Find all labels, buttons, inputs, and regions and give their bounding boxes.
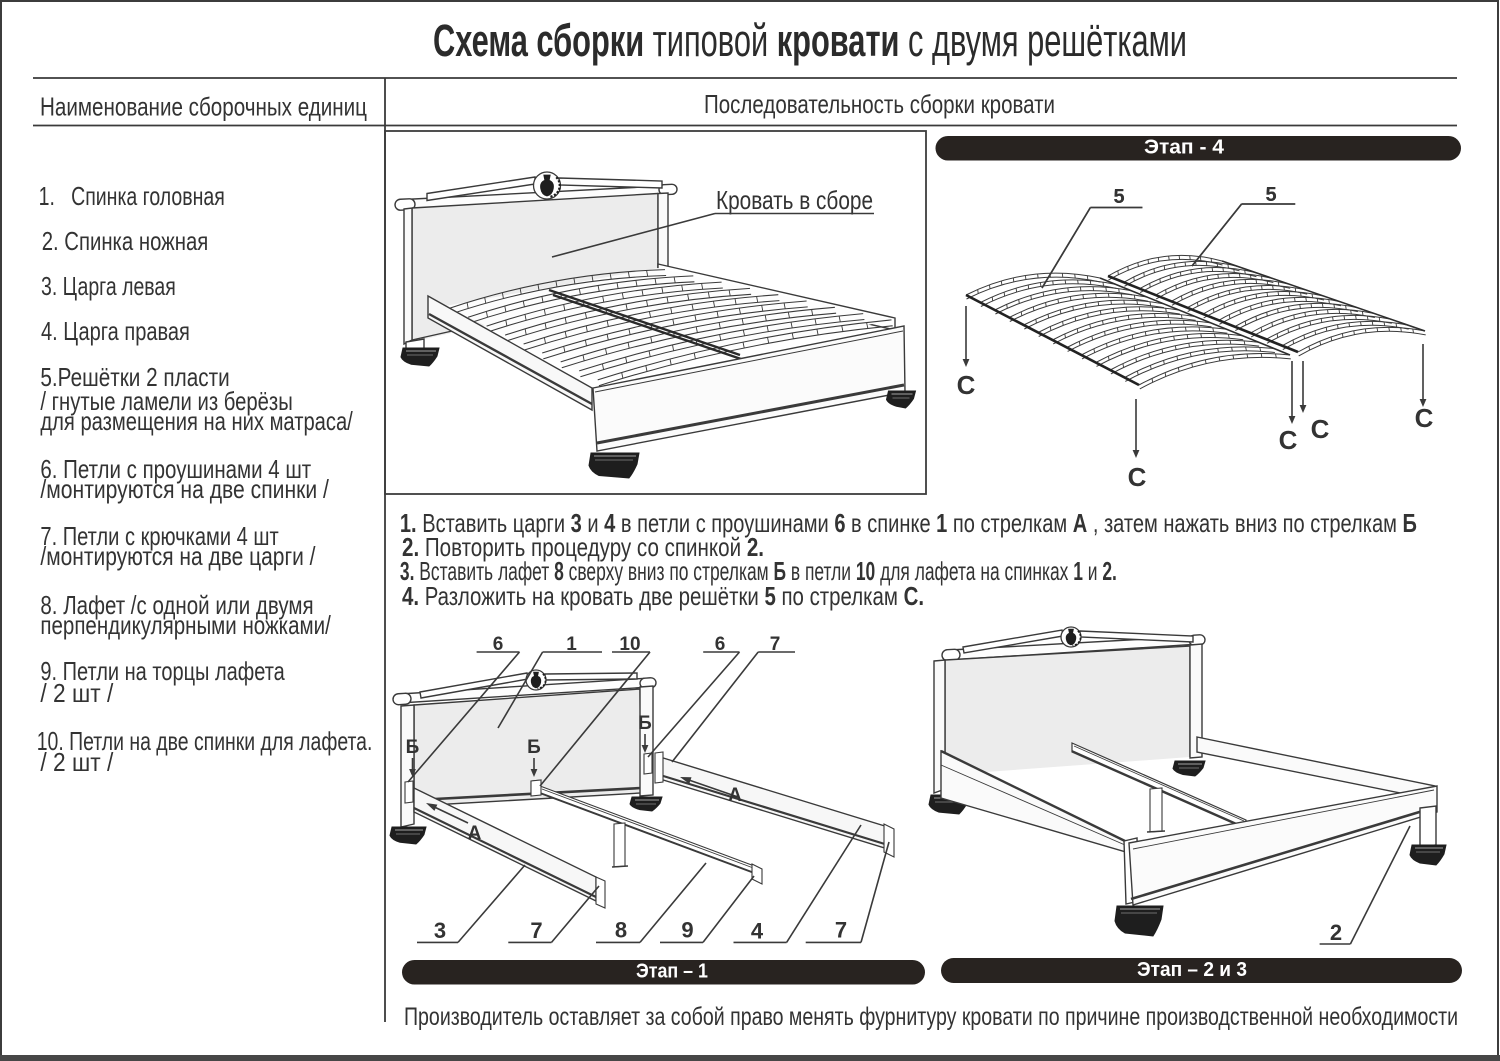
- svg-text:4. Царга правая: 4. Царга правая: [41, 316, 190, 346]
- svg-text:5: 5: [1113, 186, 1124, 208]
- svg-text:С: С: [1279, 425, 1298, 455]
- svg-text:8. Лафет /с одной или двумя: 8. Лафет /с одной или двумя: [40, 590, 313, 620]
- svg-text:Наименование сборочных единиц: Наименование сборочных единиц: [40, 92, 367, 122]
- svg-text:3. Вставить лафет 8 сверху вни: 3. Вставить лафет 8 сверху вниз по стрел…: [400, 556, 1117, 586]
- svg-text:Кровать в сборе: Кровать в сборе: [716, 185, 873, 215]
- svg-text:6: 6: [715, 634, 726, 655]
- svg-text:6: 6: [493, 634, 504, 655]
- svg-text:2. Спинка ножная: 2. Спинка ножная: [42, 226, 209, 256]
- svg-text:7: 7: [530, 918, 542, 943]
- svg-text:5.Решётки 2 пласти: 5.Решётки 2 пласти: [40, 362, 229, 392]
- svg-text:Б: Б: [638, 713, 652, 734]
- svg-text:5: 5: [1113, 186, 1124, 208]
- svg-text:Производитель оставляет за соб: Производитель оставляет за собой право м…: [404, 1003, 1458, 1031]
- svg-text:1. Спинка головная: 1. Спинка головная: [39, 181, 225, 211]
- svg-text:3. Царга левая: 3. Царга левая: [41, 271, 176, 301]
- svg-text:7: 7: [770, 634, 781, 655]
- svg-text:С: С: [1415, 403, 1434, 433]
- svg-text:С: С: [1311, 414, 1330, 444]
- svg-text:Последовательность сборки кров: Последовательность сборки кровати: [704, 89, 1055, 119]
- svg-text:1: 1: [566, 634, 577, 655]
- svg-text:С: С: [957, 370, 976, 400]
- svg-text:Схема сборки типовой кровати с: Схема сборки типовой кровати с двумя реш…: [433, 15, 1187, 66]
- svg-text:5: 5: [1265, 184, 1276, 206]
- svg-text:2. Повторить процедуру со спин: 2. Повторить процедуру со спинкой 2.: [402, 532, 764, 562]
- svg-text:перпендикулярными ножками/: перпендикулярными ножками/: [40, 610, 331, 640]
- svg-text:7: 7: [835, 918, 847, 943]
- svg-text:4: 4: [751, 919, 764, 944]
- svg-text:Этап – 1: Этап – 1: [636, 961, 708, 983]
- svg-text:6. Петли с проушинами 4 шт: 6. Петли с проушинами 4 шт: [40, 454, 311, 484]
- svg-text:А: А: [468, 823, 482, 844]
- svg-text:9. Петли на торцы лафета: 9. Петли на торцы лафета: [40, 656, 285, 686]
- svg-text:Этап - 4: Этап - 4: [1144, 137, 1225, 159]
- svg-text:/монтируются на две царги /: /монтируются на две царги /: [40, 541, 316, 571]
- svg-text:/ 2 шт /: / 2 шт /: [40, 678, 114, 708]
- svg-text:/монтируются на две спинки /: /монтируются на две спинки /: [40, 474, 329, 504]
- svg-text:Б: Б: [406, 737, 420, 758]
- svg-text:7. Петли с крючками 4 шт: 7. Петли с крючками 4 шт: [40, 521, 278, 551]
- svg-text:А: А: [728, 785, 742, 806]
- svg-text:С: С: [1128, 462, 1147, 492]
- svg-text:5: 5: [1265, 184, 1276, 206]
- svg-text:4. Разложить на кровать две ре: 4. Разложить на кровать две решётки 5 по…: [402, 581, 924, 611]
- svg-text:Этап – 2 и 3: Этап – 2 и 3: [1137, 959, 1247, 981]
- svg-text:для размещения на них матраса/: для размещения на них матраса/: [40, 406, 353, 436]
- svg-text:10. Петли на две спинки для ла: 10. Петли на две спинки для лафета.: [37, 726, 373, 756]
- svg-text:3: 3: [434, 918, 446, 943]
- svg-text:9: 9: [681, 918, 693, 943]
- svg-text:10: 10: [619, 634, 640, 655]
- svg-text:2: 2: [1330, 920, 1342, 945]
- svg-text:/ гнутые ламели из берёзы: / гнутые ламели из берёзы: [40, 386, 292, 416]
- svg-text:Б: Б: [527, 737, 541, 758]
- svg-text:8: 8: [615, 918, 627, 943]
- svg-text:/ 2 шт /: / 2 шт /: [40, 747, 114, 777]
- svg-text:1. Вставить царги 3 и 4 в петл: 1. Вставить царги 3 и 4 в петли с проуши…: [400, 508, 1417, 538]
